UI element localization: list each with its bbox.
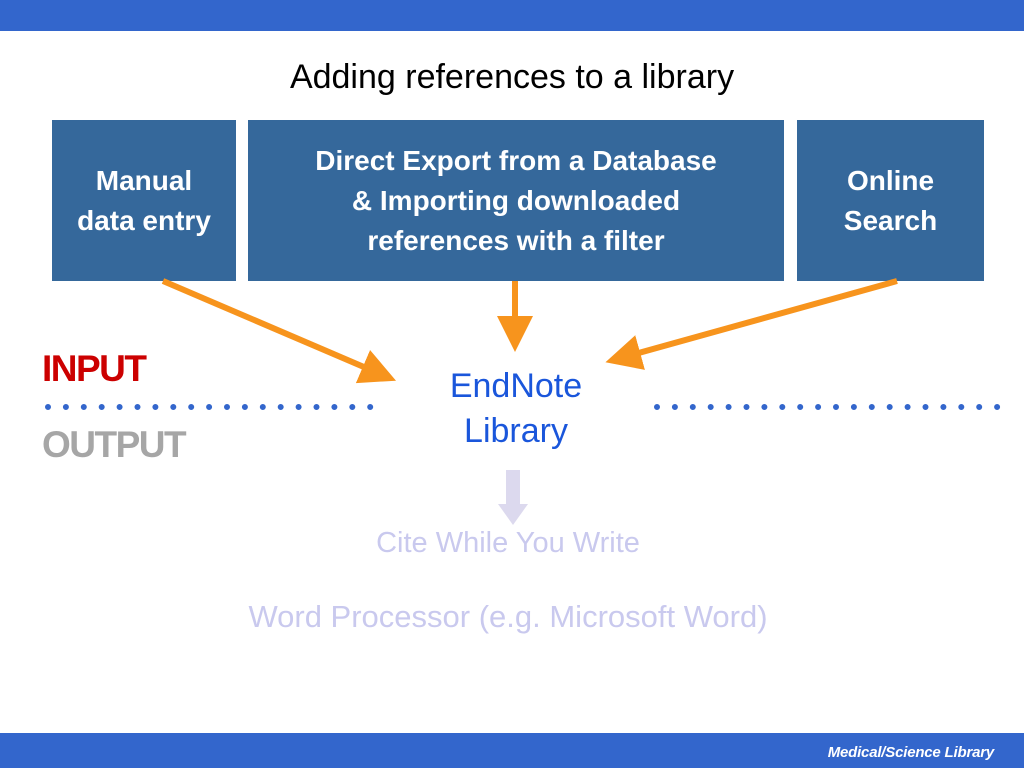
word-processor-label: Word Processor (e.g. Microsoft Word) (248, 599, 768, 634)
bottom-bar (0, 733, 1024, 768)
source-box-direct-export: Direct Export from a Database & Importin… (248, 120, 784, 281)
top-bar (0, 0, 1024, 31)
source-box-online-search: Online Search (797, 120, 984, 281)
cite-while-you-write-label: Cite While You Write (376, 527, 640, 559)
arrow-manual-to-library (161, 278, 397, 384)
slide-title: Adding references to a library (289, 58, 735, 96)
source-box-manual-entry: Manual data entry (52, 120, 236, 281)
input-label: INPUT (42, 348, 147, 389)
source-label-online-search: Online Search (843, 164, 938, 236)
arrow-online-to-library (605, 278, 898, 370)
footer-library-name: Medical/Science Library (827, 744, 995, 761)
endnote-library-label: EndNote Library (449, 367, 583, 450)
arrow-library-to-output (498, 470, 528, 525)
source-label-direct-export: Direct Export from a Database & Importin… (315, 144, 717, 256)
source-label-manual-entry: Manual data entry (77, 164, 211, 236)
output-label: OUTPUT (42, 424, 187, 465)
